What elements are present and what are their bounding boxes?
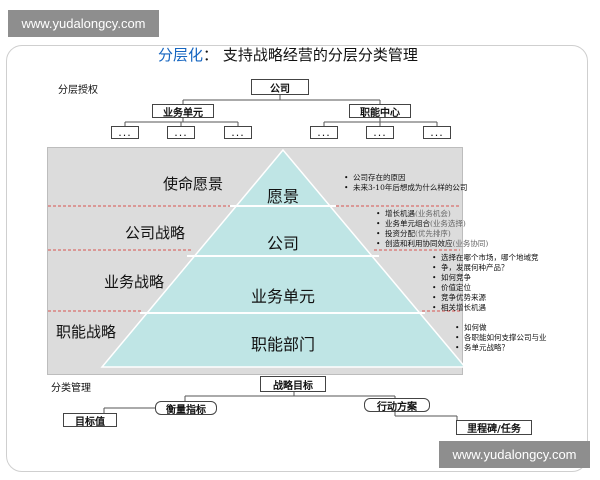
note-item: 增长机遇(业务机会) [376,209,526,219]
watermark-top: www.yudalongcy.com [8,10,159,37]
function-center-node: 职能中心 [349,104,411,119]
note-item: 创造和利用协同效应(业务协同) [376,239,526,249]
note-item: 争，发展何种产品？ [432,263,562,273]
level-label-vision: 使命愿景 [163,175,224,193]
note-item: 各职能如何支撑公司与业 [455,333,575,343]
sub-node-placeholder: ... [111,126,139,139]
business-unit-node: 业务单元 [152,104,214,119]
milestone-task-node: 里程碑/任务 [456,420,532,435]
note-item: 未来3-10年后想成为什么样的公司 [344,183,494,193]
note-text: 争，发展何种产品？ [441,263,509,272]
company-node: 公司 [251,79,309,95]
note-sub: (业务协同) [452,239,489,248]
note-item: 竞争优势来源 [432,293,562,303]
notes-functional: 如何做 各职能如何支撑公司与业 务单元战略？ [455,323,575,353]
note-item: 如何做 [455,323,575,333]
sub-node-placeholder: ... [423,126,451,139]
sub-node-placeholder: ... [224,126,252,139]
level-label-business: 业务战略 [104,273,165,291]
note-text: 创造和利用协同效应 [385,239,453,248]
note-sub: (优先排序) [415,229,451,238]
note-text: 务单元战略？ [464,343,509,352]
note-text: 业务单元组合 [385,219,430,228]
page-title: 分层化： 支持战略经营的分层分类管理 [158,44,418,65]
notes-vision: 公司存在的原因 未来3-10年后想成为什么样的公司 [344,173,494,193]
authorization-label: 分层授权 [58,85,98,96]
pyramid-label-vision: 愿景 [266,187,299,206]
note-item: 公司存在的原因 [344,173,494,183]
note-item: 业务单元组合(业务选择) [376,219,526,229]
level-label-corporate: 公司战略 [125,224,186,242]
note-sub: (业务选择) [430,219,466,228]
note-item: 相关增长机遇 [432,303,562,313]
title-text: 支持战略经营的分层分类管理 [222,46,418,64]
action-plan-node: 行动方案 [364,398,430,413]
note-text: 投资分配 [385,229,415,238]
note-item: 如何竞争 [432,273,562,283]
sub-node-placeholder: ... [167,126,195,139]
title-colon: ： [203,46,219,64]
sub-node-placeholder: ... [366,126,394,139]
notes-business: 选择在哪个市场，哪个地域竞 争，发展何种产品？ 如何竞争 价值定位 竞争优势来源… [432,253,562,313]
pyramid-label-business-unit: 业务单元 [250,287,315,306]
watermark-bottom: www.yudalongcy.com [439,441,590,468]
strategic-goal-node: 战略目标 [260,376,326,392]
note-sub: (业务机会) [415,209,451,218]
authorization-connectors [124,95,438,126]
classification-label: 分类管理 [51,383,91,394]
pyramid-label-function: 职能部门 [250,335,315,354]
note-item: 务单元战略？ [455,343,575,353]
level-label-functional: 职能战略 [56,323,117,341]
note-text: 增长机遇 [385,209,415,218]
note-item: 投资分配(优先排序) [376,229,526,239]
target-value-node: 目标值 [63,413,117,428]
title-prefix: 分层化 [158,46,204,64]
notes-corporate: 增长机遇(业务机会) 业务单元组合(业务选择) 投资分配(优先排序) 创造和利用… [376,209,526,249]
pyramid-label-company: 公司 [266,234,299,253]
sub-node-placeholder: ... [310,126,338,139]
note-item: 选择在哪个市场，哪个地域竞 [432,253,562,263]
metric-node: 衡量指标 [155,401,217,416]
note-item: 价值定位 [432,283,562,293]
pyramid-tier-lines [140,205,425,314]
